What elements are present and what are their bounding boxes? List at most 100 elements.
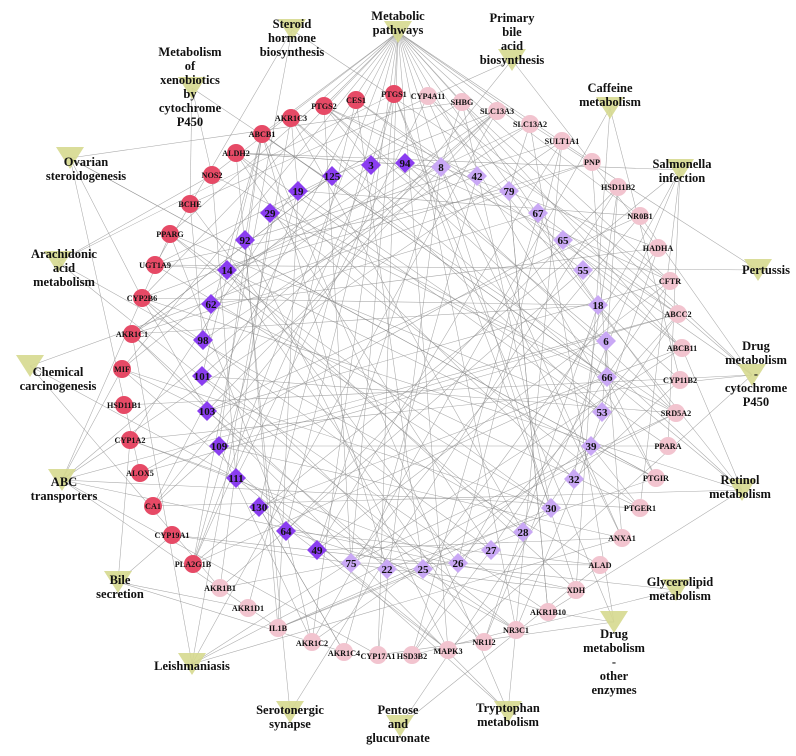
compound-gene-edge — [139, 239, 564, 474]
compound-gene-edge — [218, 445, 623, 539]
gene-pathway-edge — [191, 537, 623, 665]
compound-diamond — [201, 294, 221, 314]
compound-gene-edge — [582, 269, 683, 349]
pathway-triangle — [44, 251, 72, 273]
gene-label: BCHE — [178, 200, 202, 209]
gene-circle — [669, 305, 687, 323]
compound-label: 75 — [346, 558, 358, 570]
gene-label: NOS2 — [202, 171, 223, 180]
gene-pathway-edge — [681, 347, 743, 491]
compound-node-3: 3 — [361, 155, 381, 175]
compound-gene-edge — [508, 123, 531, 192]
compound-gene-edge — [121, 368, 208, 412]
compound-node-92: 92 — [235, 230, 255, 250]
gene-node-mif: MIF — [113, 360, 131, 378]
compound-node-109: 109 — [209, 436, 229, 456]
compound-diamond — [581, 436, 601, 456]
compound-diamond — [377, 559, 397, 579]
compound-gene-edge — [422, 247, 659, 570]
gene-label: PNP — [584, 158, 600, 167]
gene-pathway-edge — [61, 479, 577, 591]
gene-pathway-edge — [547, 611, 615, 623]
compound-label: 66 — [602, 372, 614, 384]
compound-diamond — [528, 203, 548, 223]
gene-node-pparg: PPARG — [156, 225, 184, 243]
compound-gene-edge — [201, 375, 677, 414]
pathway-label: Leishmaniasis — [154, 659, 230, 673]
compound-gene-edge — [169, 233, 603, 413]
gene-pathway-edge — [323, 31, 399, 107]
compound-diamond — [448, 553, 468, 573]
gene-pathway-edge — [483, 169, 681, 643]
gene-circle — [385, 85, 403, 103]
gene-pathway-edge — [117, 581, 249, 609]
compound-gene-edge — [537, 212, 679, 315]
gene-pathway-edge — [397, 31, 623, 539]
compound-diamond — [361, 155, 381, 175]
compound-node-98: 98 — [193, 330, 213, 350]
pathway-triangle — [744, 259, 772, 281]
gene-label: NR0B1 — [627, 212, 652, 221]
gene-label: HSD11B1 — [107, 401, 141, 410]
compound-gene-edge — [210, 110, 498, 305]
gene-pathway-edge — [639, 169, 681, 509]
gene-circle — [631, 207, 649, 225]
gene-node-cyp19a1: CYP19A1 — [154, 526, 190, 544]
gene-node-akr1d1: AKR1D1 — [232, 599, 264, 617]
gene-pathway-edge — [507, 140, 563, 713]
gene-label: AKR1B10 — [530, 608, 566, 617]
gene-node-ptgs1: PTGS1 — [381, 85, 407, 103]
gene-label: CYP2B6 — [127, 294, 157, 303]
compound-gene-edge — [483, 304, 599, 643]
pathway-label: Pertussis — [742, 263, 790, 277]
compound-gene-edge — [210, 303, 641, 509]
compound-diamond — [322, 166, 342, 186]
compound-gene-edge — [258, 99, 357, 508]
compound-label: 8 — [438, 162, 444, 174]
gene-circle — [211, 579, 229, 597]
compound-gene-edge — [285, 530, 313, 643]
compound-gene-edge — [411, 212, 539, 656]
gene-pathway-edge — [397, 31, 577, 591]
gene-circle — [661, 272, 679, 290]
compound-node-65: 65 — [553, 230, 573, 250]
gene-node-mapk3: MAPK3 — [433, 641, 463, 659]
gene-pathway-edge — [61, 368, 123, 481]
gene-node-hsd11b1: HSD11B1 — [107, 396, 141, 414]
gene-circle — [161, 225, 179, 243]
compound-gene-edge — [562, 239, 683, 349]
compound-label: 27 — [486, 545, 498, 557]
gene-node-ptgir: PTGIR — [643, 469, 669, 487]
gene-circle — [591, 556, 609, 574]
compound-node-55: 55 — [573, 260, 593, 280]
compound-gene-edge — [169, 233, 524, 533]
gene-circle — [649, 239, 667, 257]
gene-pathway-edge — [397, 31, 671, 282]
compound-label: 26 — [453, 558, 465, 570]
compound-gene-edge — [192, 376, 608, 565]
gene-circle — [631, 499, 649, 517]
gene-pathway-edge — [141, 31, 399, 299]
gene-pathway-edge — [427, 95, 753, 376]
gene-label: SHBG — [451, 98, 474, 107]
compound-label: 92 — [240, 235, 252, 247]
gene-node-ces1: CES1 — [346, 91, 366, 109]
gene-node-akr1c3: AKR1C3 — [275, 109, 307, 127]
compound-node-62: 62 — [201, 294, 221, 314]
compound-diamond — [541, 498, 561, 518]
compound-label: 30 — [546, 503, 558, 515]
compound-label: 25 — [418, 564, 430, 576]
